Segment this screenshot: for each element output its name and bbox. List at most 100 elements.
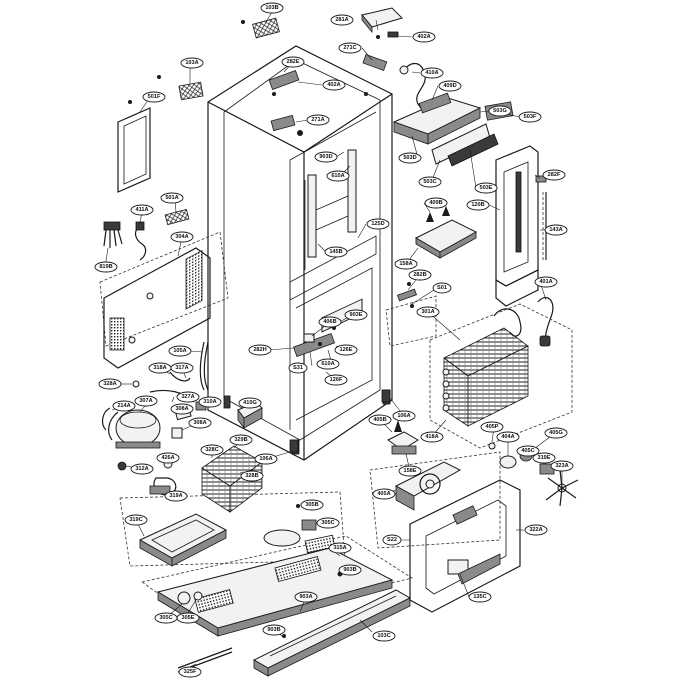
callout-317A: 317A	[170, 362, 194, 374]
callout-409D: 409D	[438, 80, 462, 92]
callout-305E: 305E	[176, 612, 200, 624]
callout-text: 405G	[549, 430, 563, 436]
callout-405A: 405A	[372, 488, 396, 500]
callout-text: 501A	[165, 195, 178, 201]
callout-text: 281A	[335, 17, 348, 23]
callout-text: 903E	[349, 312, 362, 318]
screw-icon	[282, 634, 286, 638]
callout-406B: 406B	[318, 316, 342, 328]
callout-text: 282B	[413, 272, 426, 278]
callout-text: 503G	[493, 108, 507, 114]
callout-text: 214A	[117, 403, 130, 409]
callout-503D: 503D	[398, 152, 422, 164]
callout-text: 903A	[299, 594, 312, 600]
callout-text: 310A	[203, 399, 216, 405]
screw-icon	[128, 100, 132, 104]
callout-319A: 319A	[164, 490, 188, 502]
callout-text: 411A	[135, 207, 148, 213]
part-120b-duct	[495, 145, 539, 307]
callout-411A: 411A	[130, 204, 154, 216]
callout-text: 903B	[343, 567, 356, 573]
callout-304A: 304A	[170, 231, 194, 243]
callout-text: 106A	[259, 456, 272, 462]
callout-610A-top: 610A	[326, 170, 350, 182]
callout-328C: 328C	[200, 444, 224, 456]
callout-308A-b: 308A	[188, 417, 212, 429]
part-405a-shroud	[394, 461, 462, 511]
callout-501A: 501A	[160, 192, 184, 204]
screw-icon	[157, 75, 161, 79]
cabinet	[207, 45, 393, 461]
part-325f-rod	[177, 647, 233, 669]
callout-text: 328C	[205, 447, 218, 453]
callout-318A: 318A	[148, 362, 172, 374]
callout-105A: 105A	[168, 345, 192, 357]
callout-126E: 126E	[334, 344, 358, 356]
callout-301A: 301A	[416, 306, 440, 318]
callout-text: 503E	[479, 185, 492, 191]
callout-text: 282F	[548, 172, 561, 178]
part-106a-left	[289, 439, 299, 453]
part-322a-cover	[409, 479, 521, 613]
callout-903B-b: 903B	[262, 624, 286, 636]
callout-text: 120B	[471, 202, 484, 208]
callout-282B: 282B	[408, 269, 432, 281]
back-panel-group	[99, 231, 229, 347]
fan-group	[369, 451, 501, 549]
callout-903B-a: 903B	[338, 564, 362, 576]
callout-text: 318A	[153, 365, 166, 371]
callout-522: S22	[382, 534, 402, 546]
callout-text: 322A	[529, 527, 542, 533]
callout-text: 271C	[343, 45, 356, 51]
part-308a-b	[171, 427, 183, 439]
callout-text: 125D	[371, 221, 384, 227]
callout-text: 271A	[311, 117, 324, 123]
callout-310A: 310A	[198, 396, 222, 408]
callout-145B: 145B	[324, 246, 348, 258]
callout-text: 328B	[245, 473, 258, 479]
callout-text: 328A	[103, 381, 116, 387]
part-318a	[169, 371, 191, 382]
callout-text: 405C	[521, 448, 534, 454]
screw-icon	[241, 20, 245, 24]
callout-text: 329B	[234, 437, 247, 443]
callout-312A: 312A	[130, 463, 154, 475]
callout-402A-top: 402A	[412, 31, 436, 43]
callout-322A: 322A	[524, 524, 548, 536]
callout-328B: 328B	[240, 470, 264, 482]
callout-text: 308A	[193, 420, 206, 426]
part-143a-rod	[542, 192, 547, 260]
callout-text: 819B	[99, 264, 112, 270]
callout-labels: 103B 281A 402A 271C 282E 402A 103A 410A …	[94, 2, 574, 678]
callout-501F: 501F	[142, 91, 166, 103]
callout-text: S22	[387, 537, 397, 543]
callout-305C-a: 305C	[316, 517, 340, 529]
callout-106A-l: 106A	[254, 453, 278, 465]
callout-103C: 103C	[372, 630, 396, 642]
callout-text: 315A	[333, 545, 346, 551]
callout-text: 305C	[321, 520, 334, 526]
callout-319E: 319E	[532, 452, 556, 464]
part-282b	[397, 288, 417, 302]
part-503-control-assembly	[392, 92, 514, 167]
rear-leg	[223, 395, 231, 409]
evaporator-group	[429, 303, 573, 449]
part-405b-sensor	[387, 420, 419, 455]
part-103a-cover	[178, 81, 204, 101]
callout-text: 410A	[425, 70, 438, 76]
callout-text: 405B	[373, 417, 386, 423]
callout-418A: 418A	[420, 431, 444, 443]
callout-text: 103C	[377, 633, 390, 639]
callout-271C: 271C	[338, 42, 362, 54]
callout-text: 610A	[321, 361, 334, 367]
callout-text: 135C	[473, 594, 486, 600]
callout-143A: 143A	[544, 224, 568, 236]
callout-120B: 120B	[466, 199, 490, 211]
callout-135C: 135C	[468, 591, 492, 603]
part-304a-back-panel	[103, 247, 211, 369]
callout-text: 305E	[181, 615, 194, 621]
callout-103B: 103B	[260, 2, 284, 14]
callout-text: 126F	[330, 377, 343, 383]
callout-text: 319E	[537, 455, 550, 461]
thermostat-group	[385, 295, 437, 347]
